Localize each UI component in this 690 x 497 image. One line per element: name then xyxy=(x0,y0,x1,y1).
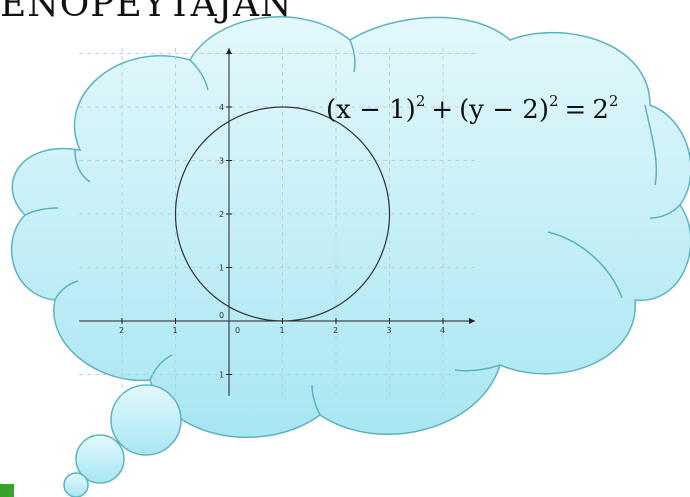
formula-term-y: (y − 2) xyxy=(459,95,549,125)
x-tick-label: 1 xyxy=(280,326,285,335)
cloud-crease xyxy=(54,280,79,301)
x-axis-arrow xyxy=(469,318,476,324)
formula-exponent: 2 xyxy=(415,92,426,110)
formula-plus: + xyxy=(431,95,454,125)
circle-equation: (x − 1)2+(y − 2)2=22 xyxy=(326,92,618,125)
formula-term-x: (x − 1) xyxy=(326,95,416,125)
cloud-crease xyxy=(149,354,173,381)
x-tick-label: 3 xyxy=(387,326,392,335)
formula-exponent: 2 xyxy=(549,92,559,110)
green-marker xyxy=(0,484,14,497)
cloud-crease xyxy=(349,39,356,73)
formula-equals: = xyxy=(564,95,587,125)
y-tick-label: 4 xyxy=(219,103,224,112)
cloud-crease xyxy=(644,104,658,186)
x-tick-label: 2 xyxy=(333,326,338,335)
y-tick-label: 1 xyxy=(219,264,224,273)
cloud-crease xyxy=(24,207,59,216)
y-axis-arrow xyxy=(226,48,232,55)
x-tick-label: 1 xyxy=(173,326,178,335)
cloud-crease xyxy=(74,149,91,183)
y-tick-label: 2 xyxy=(219,210,224,219)
thought-bubble-small xyxy=(63,472,89,497)
circle-curve xyxy=(174,106,391,322)
formula-rhs: 2 xyxy=(592,95,609,125)
y-tick-label: 3 xyxy=(219,157,224,166)
graph-grid xyxy=(79,48,476,396)
x-tick-label: 0 xyxy=(235,326,240,335)
thought-bubble-large xyxy=(110,384,182,456)
cloud-crease xyxy=(189,59,209,91)
x-tick-label: 4 xyxy=(440,326,445,335)
cloud-crease xyxy=(547,231,623,299)
graph-curve xyxy=(174,106,391,322)
thought-bubble-medium xyxy=(75,434,125,484)
y-tick-label: 1 xyxy=(219,371,224,380)
formula-exponent: 2 xyxy=(608,92,619,110)
cloud-crease xyxy=(311,384,321,416)
cloud-crease xyxy=(649,204,681,219)
slide-title: ENOPEYTAJAN xyxy=(0,0,293,25)
y-tick-label: 0 xyxy=(219,311,224,320)
graph-tick-labels: 2 1 0 1 2 3 4 4 3 2 1 0 1 xyxy=(119,103,445,380)
thought-cloud xyxy=(10,16,690,439)
x-tick-label: 2 xyxy=(119,326,124,335)
cloud-crease xyxy=(454,364,501,372)
